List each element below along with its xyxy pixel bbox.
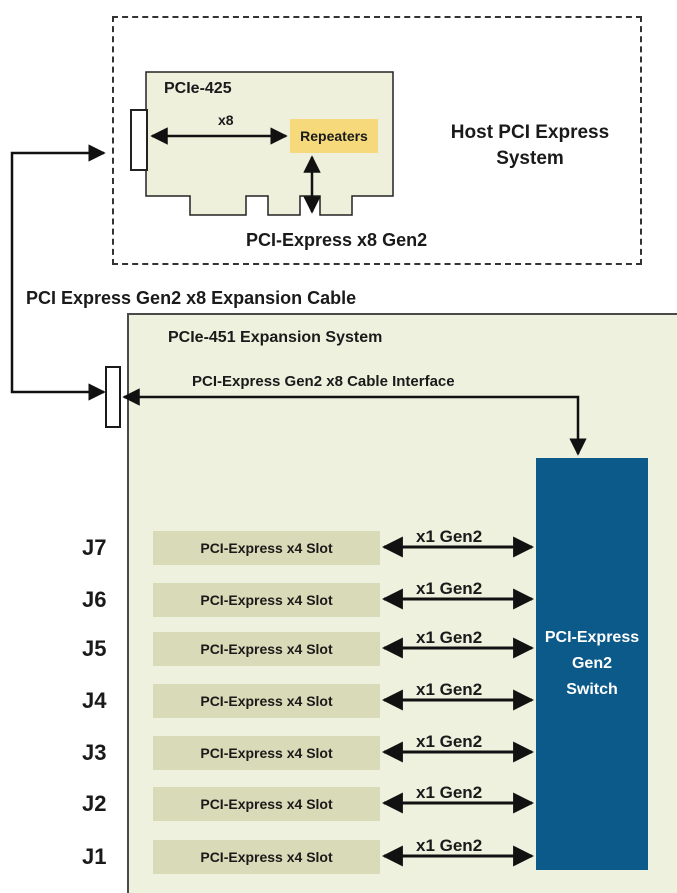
slot-row-j5: J5 PCI-Express x4 Slot x1 Gen2 (0, 628, 677, 672)
slot-row-j1: J1 PCI-Express x4 Slot x1 Gen2 (0, 836, 677, 880)
slot-label: PCI-Express x4 Slot (200, 641, 333, 657)
cable-interface-label: PCI-Express Gen2 x8 Cable Interface (192, 373, 455, 390)
slot-row-j7: J7 PCI-Express x4 Slot x1 Gen2 (0, 527, 677, 571)
link-label: x1 Gen2 (416, 527, 483, 546)
host-title-line2: System (496, 148, 564, 169)
slot-block: PCI-Express x4 Slot (153, 840, 380, 874)
host-bus-label: PCI-Express x8 Gen2 (246, 230, 428, 250)
link-label: x1 Gen2 (416, 579, 483, 598)
repeaters-label: Repeaters (300, 128, 368, 144)
slot-label: PCI-Express x4 Slot (200, 592, 333, 608)
jumper-label: J5 (82, 636, 107, 661)
slot-label: PCI-Express x4 Slot (200, 849, 333, 865)
slot-label: PCI-Express x4 Slot (200, 745, 333, 761)
slot-block: PCI-Express x4 Slot (153, 787, 380, 821)
slot-row-j2: J2 PCI-Express x4 Slot x1 Gen2 (0, 783, 677, 827)
link-label: x1 Gen2 (416, 680, 483, 699)
jumper-label: J3 (82, 740, 107, 765)
slot-label: PCI-Express x4 Slot (200, 540, 333, 556)
host-title: Host PCI Express System (430, 120, 630, 172)
slot-block: PCI-Express x4 Slot (153, 632, 380, 666)
jumper-label: J6 (82, 587, 107, 612)
slot-row-j6: J6 PCI-Express x4 Slot x1 Gen2 (0, 579, 677, 623)
jumper-label: J2 (82, 791, 107, 816)
slot-row-j4: J4 PCI-Express x4 Slot x1 Gen2 (0, 680, 677, 724)
slot-label: PCI-Express x4 Slot (200, 693, 333, 709)
host-system-boundary (112, 16, 642, 265)
switch-line1: PCI-Express (544, 629, 640, 646)
cable-label: PCI Express Gen2 x8 Expansion Cable (26, 288, 357, 308)
expansion-title: PCIe-451 Expansion System (168, 329, 383, 346)
expansion-cable (10, 144, 106, 401)
card-name: PCIe-425 (164, 80, 232, 97)
slot-block: PCI-Express x4 Slot (153, 684, 380, 718)
pcie-switch: PCI-Express Gen2 Switch (536, 458, 648, 870)
slot-block: PCI-Express x4 Slot (153, 736, 380, 770)
expansion-cable-connector (105, 366, 121, 428)
host-title-line1: Host PCI Express (450, 122, 610, 143)
jumper-label: J4 (82, 688, 107, 713)
slot-link-arrows (381, 536, 535, 867)
switch-line3: Switch (566, 681, 618, 698)
repeaters-block: Repeaters (290, 119, 378, 153)
cable-interface-line (122, 388, 587, 456)
link-label: x1 Gen2 (416, 836, 483, 855)
slot-label: PCI-Express x4 Slot (200, 796, 333, 812)
jumper-label: J7 (82, 535, 107, 560)
slot-block: PCI-Express x4 Slot (153, 531, 380, 565)
slot-row-j3: J3 PCI-Express x4 Slot x1 Gen2 (0, 732, 677, 776)
jumper-label: J1 (82, 844, 107, 869)
link-label: x1 Gen2 (416, 732, 483, 751)
link-label: x1 Gen2 (416, 628, 483, 647)
switch-line2: Gen2 (571, 655, 612, 672)
link-label: x1 Gen2 (416, 783, 483, 802)
lane-label: x8 (218, 112, 234, 128)
card-cable-connector (130, 109, 148, 171)
slot-block: PCI-Express x4 Slot (153, 583, 380, 617)
